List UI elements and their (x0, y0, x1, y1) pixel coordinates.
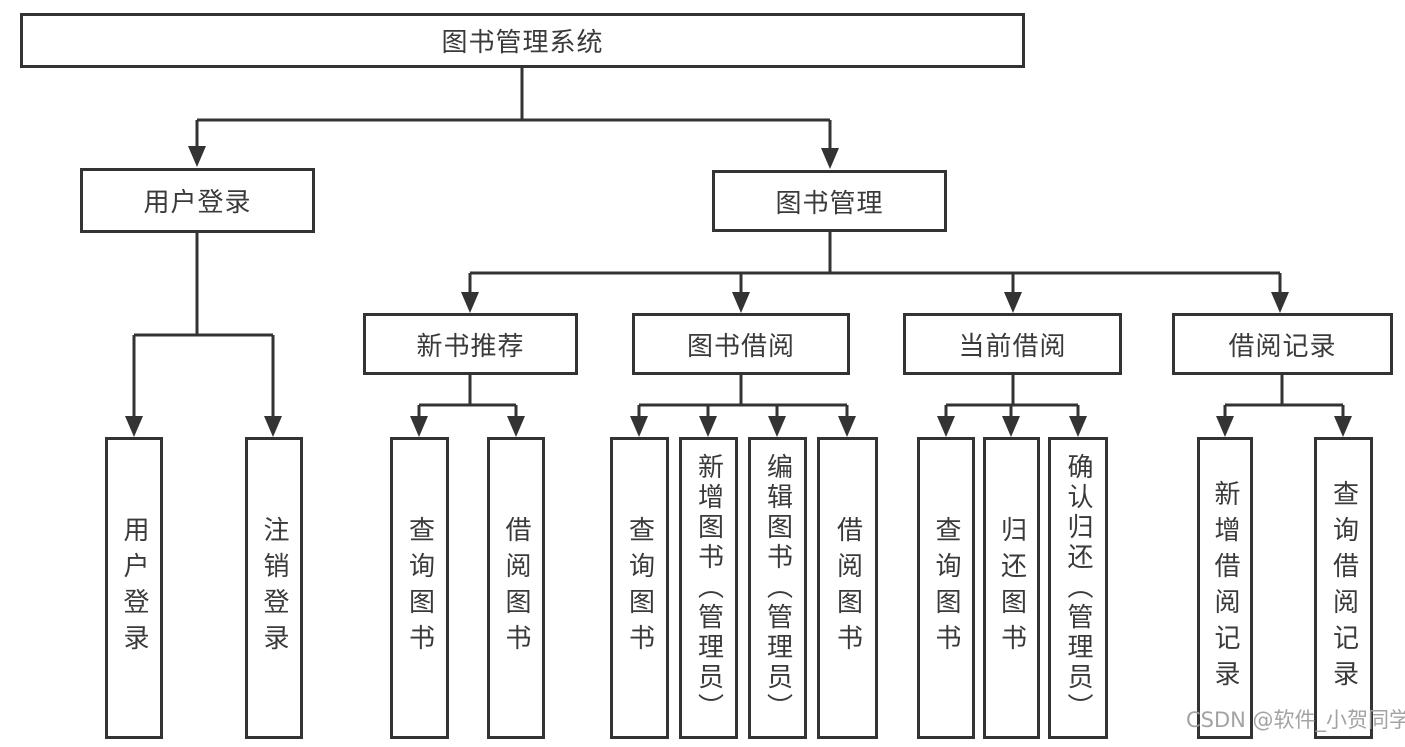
node-current-borrowing: 当前借阅 (903, 313, 1122, 375)
node-label: 借阅记录 (1228, 331, 1337, 362)
node-label: 新增图书（管理员） (693, 453, 724, 723)
node-user-login: 用户登录 (80, 168, 315, 233)
leaf-borrowing-query-books: 查询图书 (610, 437, 669, 739)
node-label: 图书借阅 (686, 331, 795, 362)
csdn-watermark: CSDN @软件_小贺同学 (1186, 708, 1405, 732)
leaf-current-query-books: 查询图书 (917, 437, 975, 739)
leaf-add-books-admin: 新增图书（管理员） (679, 437, 738, 739)
node-label: 图书管理 (775, 188, 884, 219)
node-label: 查询图书 (624, 516, 655, 660)
node-label: 用户登录 (143, 188, 252, 218)
node-book-management: 图书管理 (712, 170, 947, 232)
leaf-recommend-borrow-books: 借阅图书 (487, 437, 545, 739)
node-label: 图书管理系统 (441, 28, 604, 58)
leaf-edit-books-admin: 编辑图书（管理员） (748, 437, 807, 739)
leaf-confirm-return-admin: 确认归还（管理员） (1048, 437, 1108, 739)
node-label: 新增借阅记录 (1210, 480, 1240, 696)
node-label: 查询图书 (931, 516, 961, 660)
leaf-return-books: 归还图书 (983, 437, 1040, 739)
node-label: 借阅图书 (832, 516, 863, 660)
node-library-management-system: 图书管理系统 (20, 13, 1025, 68)
leaf-borrowing-borrow-books: 借阅图书 (817, 437, 878, 739)
node-label: 用户登录 (119, 516, 149, 660)
node-book-borrowing: 图书借阅 (632, 313, 850, 375)
node-label: 确认归还（管理员） (1063, 453, 1093, 723)
node-label: 归还图书 (996, 516, 1027, 660)
node-new-book-recommend: 新书推荐 (363, 313, 578, 375)
leaf-logout: 注销登录 (245, 437, 303, 739)
node-label: 借阅图书 (501, 516, 531, 660)
node-label: 注销登录 (259, 516, 289, 660)
node-label: 新书推荐 (416, 331, 525, 362)
node-label: 当前借阅 (958, 331, 1067, 362)
leaf-add-borrow-record: 新增借阅记录 (1197, 437, 1253, 739)
leaf-recommend-query-books: 查询图书 (390, 437, 449, 739)
arrowheads (125, 146, 1352, 437)
node-label: 查询借阅记录 (1328, 480, 1359, 696)
node-label: 编辑图书（管理员） (762, 453, 793, 723)
leaf-query-borrow-record: 查询借阅记录 (1314, 437, 1373, 739)
node-borrowing-records: 借阅记录 (1172, 313, 1393, 375)
node-label: 查询图书 (404, 516, 435, 660)
leaf-user-login: 用户登录 (105, 437, 163, 739)
